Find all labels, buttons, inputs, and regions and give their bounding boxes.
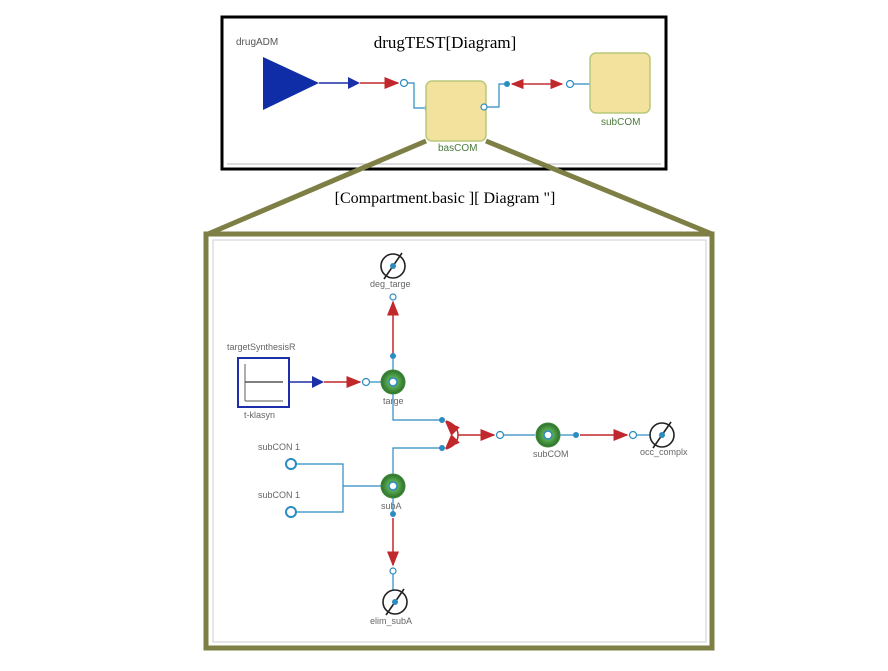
- sink-bottom-dot: [392, 599, 398, 605]
- bascom-compartment[interactable]: [425, 80, 487, 142]
- drug-adm-source[interactable]: [263, 57, 319, 110]
- bascom-port-right: [480, 103, 488, 111]
- sink-right-dot: [659, 432, 665, 438]
- detail-frame: [203, 231, 715, 651]
- edge-binding-back-bottom: [444, 434, 460, 450]
- species-suba-center: [388, 481, 398, 491]
- port-right-out[interactable]: [504, 81, 510, 87]
- port-complex-bottom: [439, 445, 445, 451]
- port-2[interactable]: [285, 506, 297, 518]
- reaction-arrow-head: [348, 77, 360, 89]
- subcom-label: subCOM: [601, 117, 640, 128]
- species-complex-label: subCOM: [533, 449, 569, 459]
- port-2-label: subCON 1: [258, 490, 300, 500]
- edge-ports-bracket: [296, 463, 344, 513]
- detail-inner-border: [212, 239, 707, 643]
- sink-right-label: occ_complx: [640, 447, 688, 457]
- sink-bottom-label: elim_subA: [370, 616, 412, 626]
- zoom-line-left: [207, 138, 427, 237]
- species-suba-label: subA: [381, 501, 402, 511]
- species-target-center: [388, 377, 398, 387]
- port-top-species: [390, 353, 396, 359]
- port-sink-bottom: [389, 567, 397, 575]
- port-suba-bottom: [390, 511, 396, 517]
- sink-top-dot: [390, 263, 396, 269]
- zoom-line-right: [485, 138, 713, 237]
- port-synthesis: [361, 377, 371, 387]
- input-box-label: targetSynthesisR: [227, 342, 296, 352]
- subcom-compartment[interactable]: [589, 52, 651, 114]
- port-complex-in: [495, 430, 505, 440]
- input-arrow-head: [312, 376, 324, 388]
- port-complex-top: [439, 417, 445, 423]
- port-top-sink: [389, 293, 397, 301]
- sink-top-label: deg_targe: [370, 279, 411, 289]
- port-1[interactable]: [285, 458, 297, 470]
- port-left-in[interactable]: [399, 78, 409, 88]
- top-diagram-title: drugTEST[Diagram]: [373, 33, 517, 52]
- subcom-port[interactable]: [565, 79, 575, 89]
- port-sink-right: [628, 430, 638, 440]
- port-1-label: subCON 1: [258, 442, 300, 452]
- drug-adm-label: drugADM: [236, 37, 278, 48]
- edge-binding-back-top: [444, 420, 460, 436]
- edge-suba-to-complex: [392, 447, 440, 474]
- species-complex-center: [543, 430, 553, 440]
- bascom-label: basCOM: [438, 143, 477, 154]
- zoom-caption: [Compartment.basic ][ Diagram "]: [334, 190, 556, 207]
- edge-target-to-complex: [392, 394, 440, 421]
- edge-port-to-bascom: [408, 82, 424, 109]
- input-box-sublabel: t-klasyn: [244, 410, 275, 420]
- edge-bascom-out: [487, 83, 506, 108]
- port-complex-out: [573, 432, 579, 438]
